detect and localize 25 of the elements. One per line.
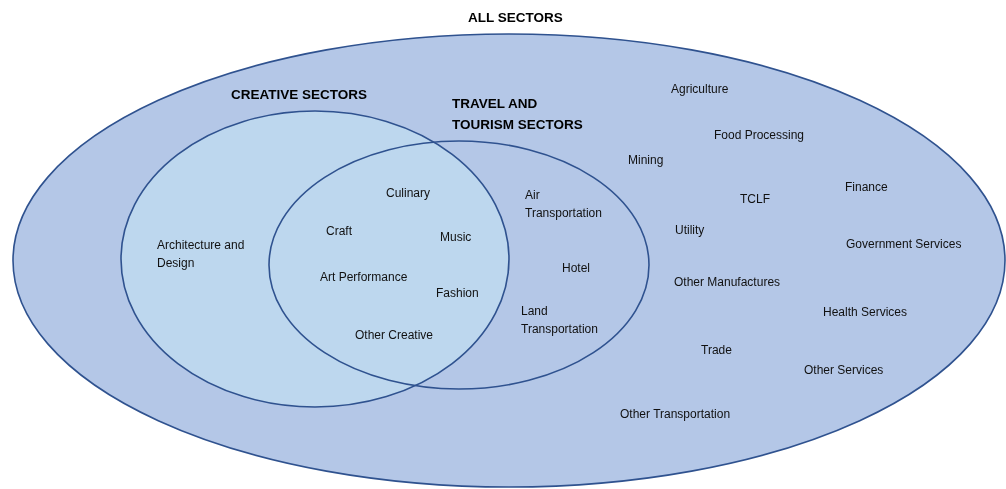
sector-label: Hotel (562, 260, 590, 277)
region-heading: CREATIVE SECTORS (231, 86, 368, 104)
sector-label: Other Transportation (620, 406, 731, 423)
sector-label: Government Services (846, 236, 962, 253)
region-heading: TRAVEL AND TOURISM SECTORS (452, 95, 584, 134)
sector-label: Fashion (436, 285, 479, 302)
sector-label: Agriculture (671, 81, 729, 98)
sector-label: Other Services (804, 362, 884, 379)
sector-label: Art Performance (320, 269, 408, 286)
sector-label: Other Creative (355, 327, 434, 344)
sector-label: Trade (701, 342, 732, 359)
sector-label: Culinary (386, 185, 430, 202)
sector-label: Mining (628, 152, 664, 169)
sector-label: TCLF (740, 191, 770, 208)
sector-label: Other Manufactures (674, 274, 781, 291)
sector-label: Architecture and Design (157, 237, 246, 272)
sector-label: Craft (326, 223, 352, 240)
region-heading: ALL SECTORS (468, 9, 563, 27)
sector-label: Air Transportation (525, 187, 603, 222)
sector-label: Land Transportation (521, 303, 599, 338)
sector-label: Food Processing (714, 127, 805, 144)
sector-label: Music (440, 229, 472, 246)
sector-label: Health Services (823, 304, 908, 321)
sector-label: Utility (675, 222, 705, 239)
sector-label: Finance (845, 179, 888, 196)
